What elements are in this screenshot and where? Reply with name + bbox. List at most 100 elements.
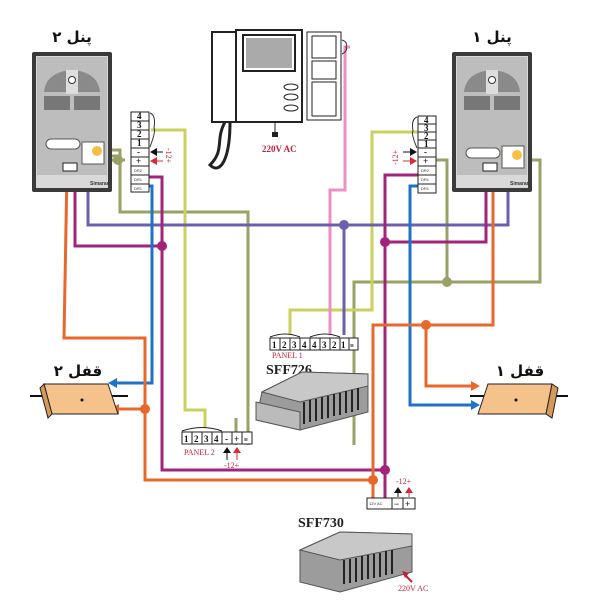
wire-magenta-panel1 <box>385 170 488 244</box>
lock-1-label: قفل ۱ <box>496 362 544 380</box>
panel-2-button <box>92 146 102 156</box>
sff726-m-t3: 3 <box>322 340 327 350</box>
arrow-black-sff730 <box>394 487 402 493</box>
sff726-p2-t4: 4 <box>214 434 219 444</box>
p2-term-dr2: DR2 <box>134 168 143 173</box>
sff726-p2-plus: + <box>234 434 239 444</box>
wire-blue-panel1 <box>408 184 472 407</box>
p1-term-4: 4 <box>424 115 429 125</box>
sff730-voltage: -12+ <box>396 477 412 486</box>
sff726-module: SFF726 <box>255 363 369 431</box>
wire-orange-panel2 <box>62 169 373 482</box>
panel-1-button <box>512 150 522 160</box>
p2-term-dr1b: DR1 <box>134 186 143 191</box>
p1-term-dr2: DR2 <box>421 168 430 173</box>
monitor-power-label: 220V AC <box>262 144 297 154</box>
p1-term-3: 3 <box>424 123 429 133</box>
sff730-module: SFF730 220V AC <box>298 516 428 593</box>
p1-term-dr1a: DR1 <box>421 177 430 182</box>
panel-1-terminal-block: 4 3 2 1 - + DR2 DR1 DR1 -12+ <box>391 115 437 194</box>
wire-yellowgreen-panel2 <box>151 128 207 428</box>
sff730-minus-terminal: − <box>394 499 399 509</box>
sff726-terminals-panel1: 1 2 3 4 4 3 2 1 ≡ PANEL 1 <box>269 333 359 360</box>
sff726-p2-minus: - <box>225 434 228 444</box>
panel-1-voltage: -12+ <box>391 149 400 165</box>
lock-1: قفل ۱ <box>470 362 568 419</box>
p2-term-minus: - <box>137 147 140 157</box>
wire-magenta-p1-term <box>383 173 418 498</box>
p2-term-4: 4 <box>137 111 142 121</box>
wire-pink-monitor <box>328 45 350 335</box>
lock-2-label: قفل ۲ <box>54 362 102 380</box>
sff726-panel2-label: PANEL 2 <box>184 448 215 457</box>
arrow-blue-lock1 <box>471 400 480 410</box>
sff730-plus-terminal: + <box>405 499 410 509</box>
junction-olive-right <box>442 277 452 287</box>
junction-magenta-bottom <box>380 465 390 475</box>
arrow-blue-lock2 <box>108 378 117 388</box>
sff726-m-t4: 4 <box>312 340 317 350</box>
arrow-black-p2-term <box>223 447 231 453</box>
arrow-orange-lock1 <box>471 381 480 391</box>
p1-term-dr1b: DR1 <box>421 186 430 191</box>
junctions <box>113 155 452 485</box>
panel-1-label: پنل ۱ <box>472 28 512 47</box>
arrow-red-p1 <box>410 157 417 165</box>
sff726-p1-t2: 2 <box>282 340 287 350</box>
monitor: 220V AC <box>207 29 347 170</box>
p2-term-2: 2 <box>137 129 142 139</box>
p2-term-dr1a: DR1 <box>134 177 143 182</box>
junction-orange-left <box>140 404 150 414</box>
sff730-ac-terminal: 12V AC <box>369 501 383 506</box>
junction-olive-p2 <box>113 155 123 165</box>
panel-1: پنل ۱ Simaran <box>452 28 532 192</box>
wire-olive-cross <box>352 158 542 445</box>
handset-cord <box>207 121 232 170</box>
sff730-terminals: 12V AC − + -12+ <box>366 477 416 510</box>
p2-term-plus: + <box>136 156 141 166</box>
sff726-panel2-voltage: -12+ <box>224 461 240 470</box>
sff726-p1-t4: 4 <box>302 340 307 350</box>
p2-term-1: 1 <box>137 138 142 148</box>
sff726-p1-t3: 3 <box>292 340 297 350</box>
p1-term-2: 2 <box>424 131 429 141</box>
arrow-red-p2 <box>150 157 157 165</box>
sff730-label: SFF730 <box>298 516 344 531</box>
wire-orange-panel1 <box>371 170 495 498</box>
sff726-terminals-panel2: 1 2 3 4 - + ≡ PANEL 2 -12+ <box>181 427 253 470</box>
panel-2-brand: Simaran <box>90 181 110 187</box>
arrow-sff730-power <box>402 571 409 578</box>
sff726-extra: ≡ <box>350 342 354 350</box>
sff726-m-t2: 2 <box>332 340 337 350</box>
sff726-m-t1: 1 <box>341 340 346 350</box>
p1-term-1: 1 <box>424 139 429 149</box>
junction-magenta-right <box>380 237 390 247</box>
sff726-p2-t2: 2 <box>194 434 199 444</box>
wire-yellowgreen-panel1 <box>288 130 418 335</box>
sff726-p1-t1: 1 <box>272 340 277 350</box>
junction-purple <box>339 220 349 230</box>
wire-purple-bus <box>86 170 510 227</box>
wires <box>62 45 542 498</box>
p1-term-plus: + <box>423 156 428 166</box>
arrow-red-p2-term <box>233 447 241 453</box>
sff726-p2-t1: 1 <box>184 434 189 444</box>
junction-magenta-left <box>157 241 167 251</box>
p1-term-minus: - <box>424 147 427 157</box>
junction-orange-right <box>421 320 431 330</box>
sff726-panel1-label: PANEL 1 <box>272 351 303 360</box>
arrow-black-p1 <box>410 148 417 156</box>
wire-blue-panel2 <box>114 184 154 385</box>
wire-orange-lock1 <box>424 325 472 388</box>
junction-orange-bottom <box>368 475 378 485</box>
arrow-red-sff730 <box>405 487 413 493</box>
panel-2: پنل ۲ Simaran <box>32 28 112 192</box>
sff726-p2-extra: ≡ <box>244 436 248 444</box>
wire-magenta-p2-term <box>149 175 382 472</box>
arrow-black-p2 <box>150 148 157 156</box>
panel-2-terminal-block: 4 3 2 1 - + DR2 DR1 DR1 -12+ <box>130 111 173 193</box>
sff730-power-label: 220V AC <box>398 584 428 593</box>
lock-2: قفل ۲ <box>30 362 128 419</box>
wire-magenta-panel2 <box>73 170 162 248</box>
